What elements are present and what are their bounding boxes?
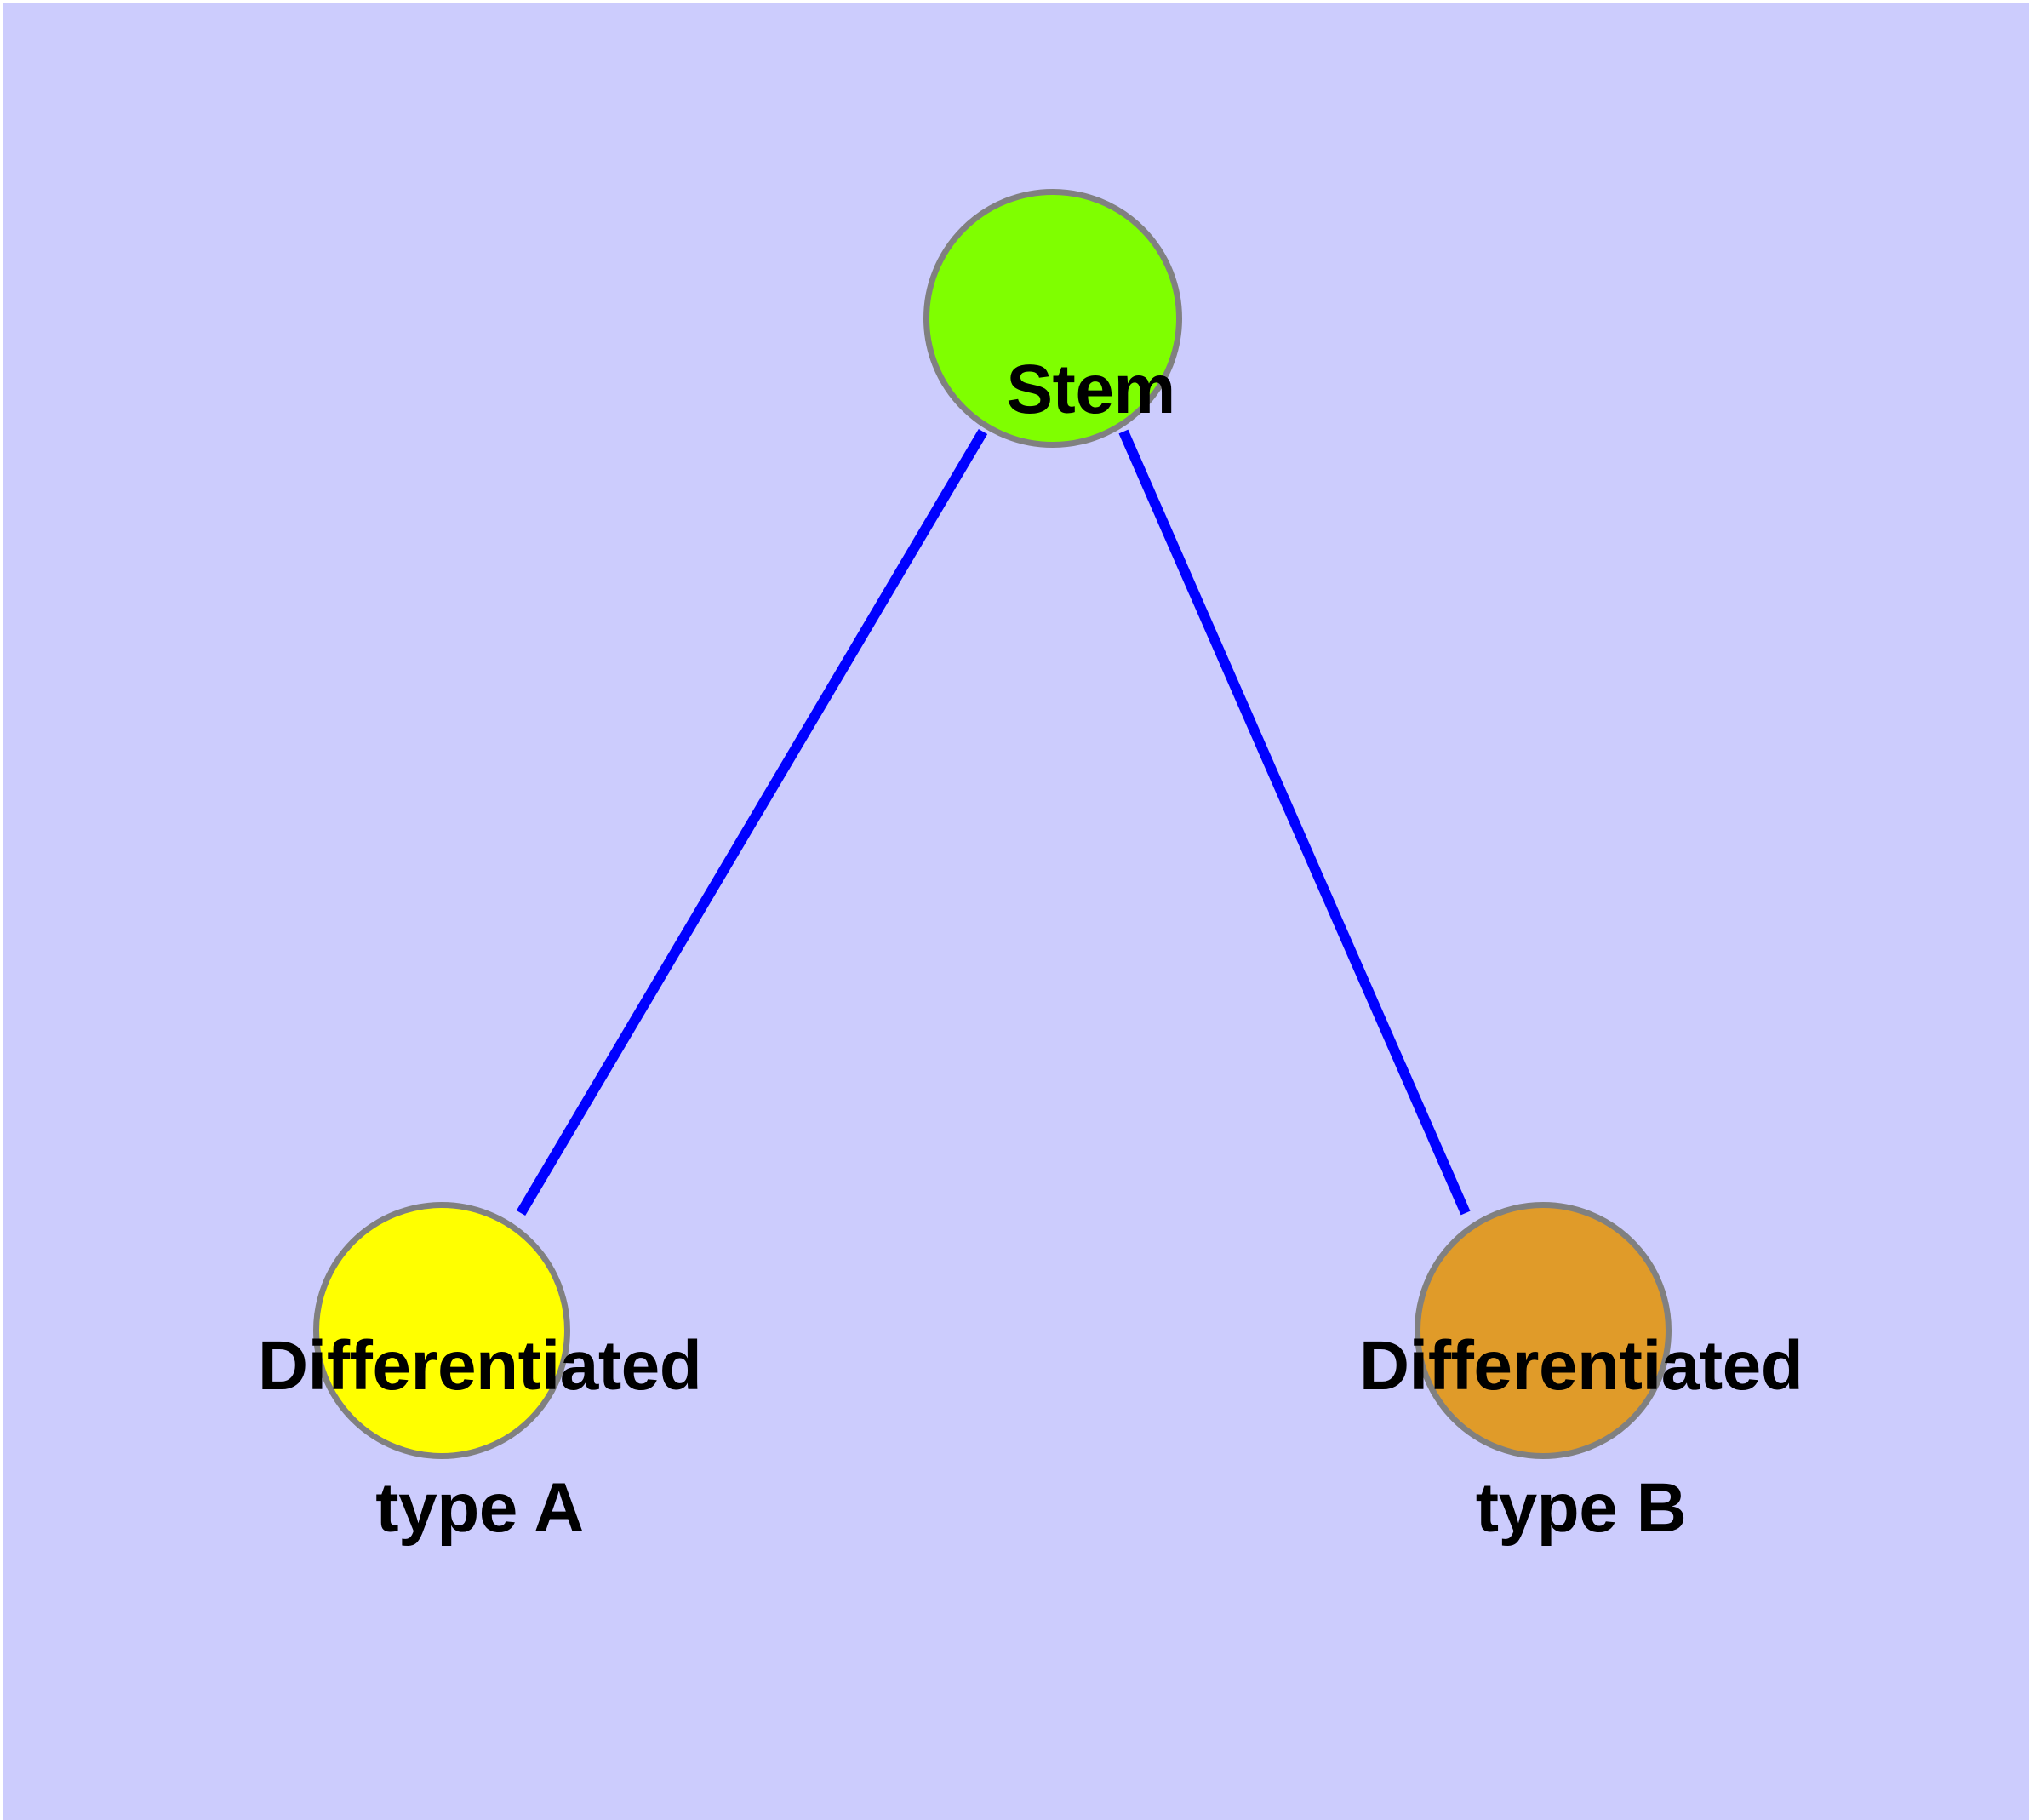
edge-stem-to-differentiated-type-b xyxy=(1118,429,1471,1216)
node-stem[interactable] xyxy=(923,189,1182,448)
node-differentiated-type-b[interactable] xyxy=(1415,1202,1672,1459)
edge-stem-to-differentiated-type-a xyxy=(516,428,988,1216)
top-edge-hairline xyxy=(0,0,2029,3)
node-label-diff-a-line2: type A xyxy=(375,1469,584,1548)
left-edge-hairline xyxy=(0,0,3,1820)
node-label-diff-b-line2: type B xyxy=(1475,1469,1687,1548)
node-differentiated-type-a[interactable] xyxy=(313,1202,570,1459)
